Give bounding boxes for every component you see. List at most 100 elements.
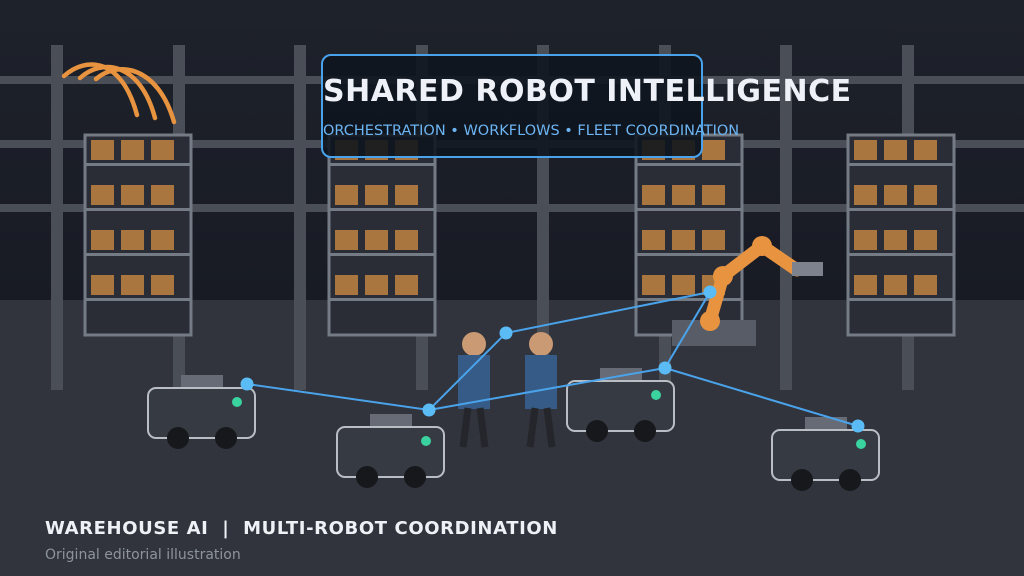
- storage-box: [854, 140, 877, 160]
- network-node: [240, 377, 254, 391]
- mobile-robot-icon: [771, 417, 880, 491]
- worker-leg: [526, 407, 539, 448]
- shelf-board: [636, 208, 742, 211]
- robot-wheel: [356, 466, 378, 488]
- robot-status-light: [421, 436, 431, 446]
- worker-head: [462, 332, 486, 356]
- storage-box: [335, 185, 358, 205]
- storage-box: [365, 230, 388, 250]
- robot-wheel: [167, 427, 189, 449]
- network-links: [246, 290, 859, 427]
- network-node: [703, 285, 717, 299]
- storage-shelf-icon: [846, 133, 956, 337]
- storage-box: [365, 275, 388, 295]
- shelf-board: [636, 253, 742, 256]
- storage-box: [395, 185, 418, 205]
- robot-wheel: [634, 420, 656, 442]
- storage-box: [335, 230, 358, 250]
- storage-box: [121, 230, 144, 250]
- storage-box: [854, 230, 877, 250]
- shelf-board: [329, 163, 435, 166]
- storage-box: [151, 275, 174, 295]
- worker-leg: [476, 407, 489, 448]
- storage-box: [121, 275, 144, 295]
- storage-box: [702, 230, 725, 250]
- shelf-board: [329, 298, 435, 301]
- robot-wheel: [404, 466, 426, 488]
- robot-top-module: [370, 414, 412, 428]
- network-node: [658, 361, 672, 375]
- footer-caption: Original editorial illustration: [45, 547, 241, 563]
- storage-box: [884, 185, 907, 205]
- worker-leg: [459, 407, 472, 448]
- wifi-signal-icon: [61, 62, 177, 125]
- robot-top-module: [181, 375, 223, 389]
- storage-box: [702, 185, 725, 205]
- storage-box: [672, 185, 695, 205]
- shelf-board: [848, 163, 954, 166]
- network-node: [499, 326, 513, 340]
- storage-box: [91, 230, 114, 250]
- storage-box: [914, 140, 937, 160]
- storage-shelf-icon: [83, 133, 193, 337]
- robot-body: [566, 380, 675, 432]
- robot-wheel: [586, 420, 608, 442]
- storage-box: [914, 230, 937, 250]
- storage-box: [642, 185, 665, 205]
- shelf-board: [85, 298, 191, 301]
- storage-box: [151, 140, 174, 160]
- robot-arm-gripper: [792, 262, 823, 276]
- storage-box: [151, 185, 174, 205]
- robot-body: [147, 387, 256, 439]
- title-banner: SHARED ROBOT INTELLIGENCE ORCHESTRATION …: [321, 54, 852, 158]
- robot-status-light: [651, 390, 661, 400]
- footer-title: WAREHOUSE AI | MULTI-ROBOT COORDINATION: [45, 518, 558, 539]
- storage-shelf-icon: [327, 133, 437, 337]
- storage-box: [884, 230, 907, 250]
- storage-box: [914, 275, 937, 295]
- banner-title: SHARED ROBOT INTELLIGENCE: [323, 74, 852, 109]
- storage-box: [672, 275, 695, 295]
- robot-status-light: [856, 439, 866, 449]
- shelf-board: [848, 253, 954, 256]
- robot-body: [771, 429, 880, 481]
- mobile-robot-icon: [336, 414, 445, 488]
- shelf-board: [329, 253, 435, 256]
- network-node: [422, 403, 436, 417]
- storage-shelf-icon: [634, 133, 744, 337]
- shelf-board: [848, 208, 954, 211]
- shelf-board: [848, 298, 954, 301]
- shelf-board: [85, 208, 191, 211]
- storage-box: [642, 230, 665, 250]
- storage-box: [854, 185, 877, 205]
- shelf-board: [85, 253, 191, 256]
- coordination-network: [240, 285, 865, 433]
- network-link: [428, 367, 666, 411]
- storage-box: [91, 185, 114, 205]
- shelf-board: [85, 163, 191, 166]
- robot-body: [336, 426, 445, 478]
- storage-box: [702, 140, 725, 160]
- storage-box: [151, 230, 174, 250]
- storage-box: [91, 275, 114, 295]
- storage-box: [395, 230, 418, 250]
- storage-box: [365, 185, 388, 205]
- storage-box: [914, 185, 937, 205]
- shelf-board: [636, 298, 742, 301]
- shelf-board: [636, 163, 742, 166]
- storage-box: [335, 275, 358, 295]
- worker-head: [529, 332, 553, 356]
- storage-box: [884, 140, 907, 160]
- robot-status-light: [232, 397, 242, 407]
- mobile-robot-icon: [566, 368, 675, 442]
- storage-box: [854, 275, 877, 295]
- robot-top-module: [805, 417, 847, 431]
- warehouse-worker-icon: [525, 332, 557, 448]
- robot-wheel: [839, 469, 861, 491]
- storage-box: [91, 140, 114, 160]
- network-node: [851, 419, 865, 433]
- storage-box: [672, 230, 695, 250]
- storage-box: [395, 275, 418, 295]
- shelf-board: [329, 208, 435, 211]
- worker-leg: [543, 407, 556, 448]
